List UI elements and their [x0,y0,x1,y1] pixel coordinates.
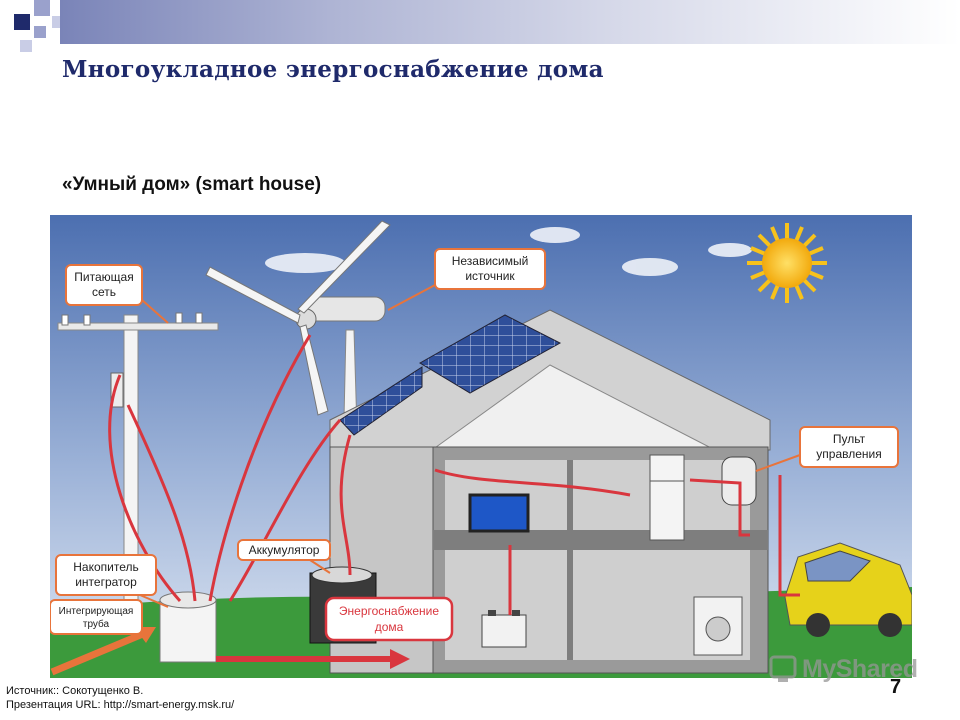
callout-accumulator-text: Аккумулятор [249,543,320,557]
callout-independent-line1: Независимый [452,254,529,268]
callout-control-panel: Пульт управления [755,426,899,472]
header-band [60,0,960,44]
callout-integrating-pipe: Интегрирующая труба [50,599,143,635]
callout-control-line1: Пульт [833,432,866,446]
callout-grid-line1: Питающая [74,270,133,284]
callout-grid: Питающая сеть [65,264,169,324]
watermark-text: MyShared [802,655,918,683]
callout-grid-line2: сеть [92,285,116,299]
car-icon [784,542,912,637]
tv-icon [468,493,530,533]
sun-icon [747,223,827,303]
slide-subtitle: «Умный дом» (smart house) [62,174,322,195]
watermark: MyShared [768,654,918,684]
washer-icon [693,596,743,656]
callout-integrator-line1: Накопитель [73,560,139,574]
callout-accumulator: Аккумулятор [237,539,331,574]
watermark-logo-icon [769,655,797,682]
callout-integrator-line2: интегратор [75,575,137,589]
battery-icon [481,610,527,648]
source-line-url: Презентация URL: http://smart-energy.msk… [6,699,235,711]
callout-independent-source: Независимый источник [387,248,546,311]
callout-independent-line2: источник [465,269,515,283]
corner-decoration [0,0,80,60]
source-credit: Источник:: Сокотущенко В. Презентация UR… [6,684,234,712]
page-number: 7 [890,676,902,698]
callout-pipe-line1: Интегрирующая [59,606,134,617]
callout-supply-line1: Энергоснабжение [339,604,439,618]
clouds [265,227,752,276]
source-line-author: Источник:: Сокотущенко В. [6,685,144,697]
slide-title: Многоукладное энергоснабжение дома [62,56,604,83]
callout-pipe-line2: труба [83,618,110,630]
callout-integrator: Накопитель интегратор [55,554,169,608]
house-icon [329,309,771,674]
callout-home-supply: Энергоснабжение дома [324,596,454,642]
energy-cables [108,334,800,615]
callout-control-line2: управления [816,447,881,461]
callout-supply-line2: дома [375,620,404,634]
smart-house-diagram: Питающая сеть Независимый источник Пульт… [50,215,912,678]
fridge-icon [649,454,685,541]
integrator-tank-icon [159,591,217,663]
